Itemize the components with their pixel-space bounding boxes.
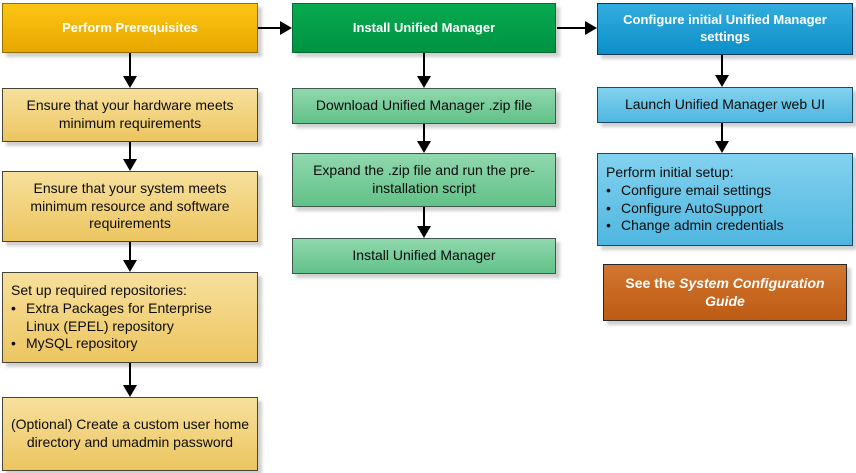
bullet-icon: • [11, 299, 16, 316]
connector-arrow-down [123, 363, 137, 397]
step-label: Install Unified Manager [352, 247, 496, 264]
connector-arrow-right [258, 21, 292, 35]
step-label: Ensure that your system meets minimum re… [30, 179, 230, 232]
step-intro: Set up required repositories: [11, 281, 187, 298]
connector-arrow-right [557, 21, 597, 35]
step-label: Expand the .zip file and run the pre-ins… [313, 162, 535, 196]
note-see-configuration-guide: See the System Configuration Guide [603, 264, 847, 321]
step-setup-repositories: Set up required repositories: • Extra Pa… [2, 272, 258, 363]
bullet-item: • MySQL repository [11, 335, 249, 353]
connector-arrow-down [123, 142, 137, 171]
step-perform-initial-setup: Perform initial setup: • Configure email… [597, 153, 853, 246]
header-label: Perform Prerequisites [62, 19, 198, 35]
bullet-icon: • [606, 181, 611, 198]
step-label: Ensure that your hardware meets minimum … [26, 97, 234, 131]
connector-arrow-down [123, 242, 137, 272]
note-prefix: See the [625, 274, 680, 291]
bullet-item: • Configure AutoSupport [606, 200, 844, 218]
bullet-icon: • [606, 217, 611, 234]
note-text: See the System Configuration Guide [614, 275, 836, 311]
bullet-icon: • [606, 199, 611, 216]
bullet-icon: • [11, 335, 16, 352]
bullet-label: Extra Packages for Enterprise Linux (EPE… [26, 299, 212, 334]
step-label: (Optional) Create a custom user home dir… [10, 416, 250, 450]
step-intro: Perform initial setup: [606, 163, 734, 180]
bullet-item: • Configure email settings [606, 182, 844, 200]
bullet-label: Configure AutoSupport [621, 199, 763, 216]
step-label: Launch Unified Manager web UI [624, 96, 825, 113]
connector-arrow-down [715, 55, 729, 87]
header-perform-prerequisites: Perform Prerequisites [2, 3, 258, 53]
step-system-requirements: Ensure that your system meets minimum re… [2, 171, 258, 242]
bullet-item: • Change admin credentials [606, 217, 844, 235]
header-configure-initial-settings: Configure initial Unified Manager settin… [597, 3, 853, 55]
header-label: Install Unified Manager [352, 19, 496, 35]
bullet-item: • Extra Packages for Enterprise Linux (E… [11, 300, 249, 336]
connector-arrow-down [123, 53, 137, 88]
note-guide-title: System Configuration Guide [679, 274, 825, 309]
step-hardware-requirements: Ensure that your hardware meets minimum … [2, 88, 258, 142]
step-download-zip: Download Unified Manager .zip file [292, 88, 556, 124]
step-install-unified-manager: Install Unified Manager [292, 238, 556, 274]
connector-arrow-down [417, 124, 431, 153]
step-launch-web-ui: Launch Unified Manager web UI [597, 87, 853, 123]
header-install-unified-manager: Install Unified Manager [292, 3, 556, 53]
connector-arrow-down [417, 53, 431, 88]
step-expand-zip-run-script: Expand the .zip file and run the pre-ins… [292, 153, 556, 207]
connector-arrow-down [417, 207, 431, 238]
bullet-label: MySQL repository [26, 335, 138, 352]
step-label: Download Unified Manager .zip file [315, 97, 533, 114]
bullet-label: Configure email settings [621, 181, 772, 198]
step-optional-custom-user: (Optional) Create a custom user home dir… [2, 397, 258, 471]
header-label: Configure initial Unified Manager settin… [623, 12, 827, 44]
connector-arrow-down [715, 123, 729, 153]
bullet-label: Change admin credentials [621, 217, 784, 234]
